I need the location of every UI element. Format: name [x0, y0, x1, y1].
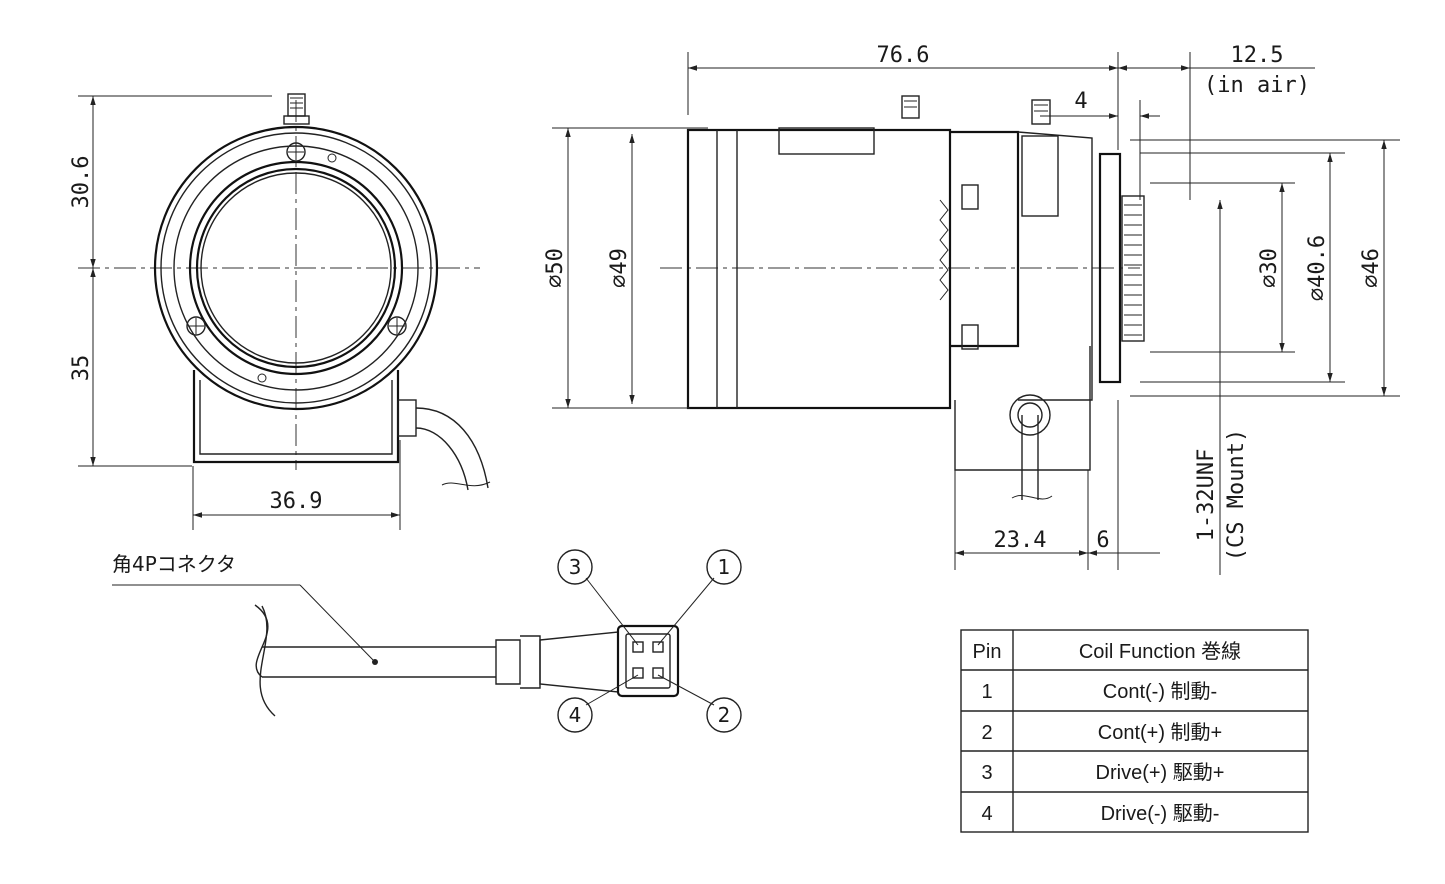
- connector-view: 角4Pコネクタ 3 1: [112, 549, 742, 733]
- pin-callout-2: 2: [706, 697, 742, 733]
- svg-text:2: 2: [718, 703, 731, 727]
- table-cell-function: Drive(+) 駆動+: [1096, 761, 1225, 784]
- dim-dia-50: ⌀50: [543, 248, 568, 288]
- thread-lines: [1124, 204, 1142, 336]
- table-cell-pin: 3: [981, 762, 992, 784]
- screw-icon: [387, 316, 407, 336]
- dim-dia-30: ⌀30: [1257, 248, 1282, 288]
- table-header-pin: Pin: [973, 641, 1002, 663]
- connector-label: 角4Pコネクタ: [112, 552, 236, 576]
- dim-dia-49: ⌀49: [607, 248, 632, 288]
- pin-table: Pin Coil Function 巻線 1 Cont(-) 制動- 2 Con…: [960, 629, 1309, 833]
- mount-thread-label: 1-32UNF: [1194, 449, 1219, 542]
- screw-icon: [286, 142, 306, 162]
- dim-iris-offset: 4: [1074, 89, 1087, 114]
- table-cell-pin: 1: [981, 681, 992, 703]
- table-cell-function: Drive(-) 駆動-: [1101, 802, 1220, 825]
- svg-text:4: 4: [569, 703, 582, 727]
- dim-front-top-height: 30.6: [69, 156, 94, 209]
- table-cell-pin: 2: [981, 722, 992, 744]
- pin-callout-3: 3: [557, 549, 593, 585]
- pin-callout-1: 1: [706, 549, 742, 585]
- dim-back-focus-note: (in air): [1204, 73, 1310, 98]
- dim-mount-length: 23.4: [994, 528, 1047, 553]
- svg-text:3: 3: [569, 555, 582, 579]
- table-cell-pin: 4: [981, 803, 992, 825]
- dim-mount-offset: 6: [1096, 528, 1109, 553]
- table-header-function: Coil Function 巻線: [1079, 640, 1241, 663]
- table-cell-function: Cont(+) 制動+: [1098, 721, 1222, 744]
- pin-callout-4: 4: [557, 697, 593, 733]
- dim-dia-40-6: ⌀40.6: [1305, 235, 1330, 301]
- dim-front-width: 36.9: [270, 489, 323, 514]
- dim-dia-46: ⌀46: [1359, 248, 1384, 288]
- dim-back-focus: 12.5: [1231, 43, 1284, 68]
- screw-icon: [186, 316, 206, 336]
- dim-front-bottom-height: 35: [69, 355, 94, 382]
- side-view: 76.6 12.5 (in air) 4 ⌀50 ⌀49 ⌀46 ⌀40.6 ⌀…: [543, 43, 1400, 575]
- dim-overall-length: 76.6: [877, 43, 930, 68]
- table-cell-function: Cont(-) 制動-: [1103, 680, 1217, 703]
- svg-text:1: 1: [718, 555, 731, 579]
- connector-pins: [632, 641, 664, 679]
- zigzag-ridges: [939, 199, 949, 301]
- mount-type-label: (CS Mount): [1224, 429, 1249, 561]
- front-view: 30.6 35 36.9: [69, 93, 491, 530]
